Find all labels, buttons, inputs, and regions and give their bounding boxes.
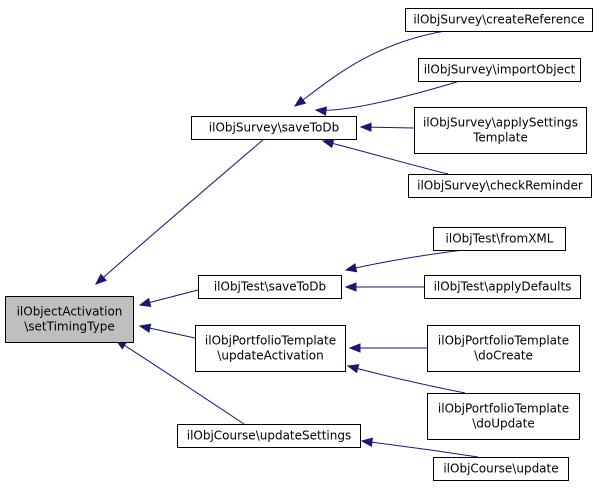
node-label: \setTimingType: [24, 320, 115, 334]
edge-test_defaults-to-test_save: [344, 282, 424, 292]
arrowhead-icon: [138, 323, 152, 333]
node-label: ilObjTest\saveToDb: [214, 280, 326, 294]
node-box: [405, 8, 593, 32]
node-box: [191, 116, 357, 140]
node-label: ilObjSurvey\applySettings: [423, 116, 578, 130]
node-box: [5, 296, 134, 343]
node-label: ilObjSurvey\createReference: [413, 13, 584, 27]
edge-survey_check-to-survey_save: [321, 138, 449, 175]
node-box: [198, 275, 342, 299]
nodes-layer: ilObjectActivation\setTimingType ilObjSur…: [5, 8, 593, 481]
node-test-defaults[interactable]: ilObjTest\applyDefaults: [424, 275, 581, 299]
node-label: ilObjCourse\update: [443, 462, 558, 476]
arrowhead-icon: [348, 343, 361, 353]
arrowhead-icon: [346, 364, 360, 374]
edge-survey_save-to-root: [94, 138, 265, 285]
node-test-fromxml[interactable]: ilObjTest\fromXML: [433, 227, 566, 251]
node-label: ilObjPortfolioTemplate: [438, 334, 569, 348]
node-portfolio-update[interactable]: ilObjPortfolioTemplate\updateActivation: [195, 325, 346, 372]
node-course-settings[interactable]: ilObjCourse\updateSettings: [177, 424, 361, 448]
node-test-save[interactable]: ilObjTest\saveToDb: [198, 275, 342, 299]
edge-portfolio_create-to-portfolio_update: [348, 343, 427, 353]
edge-line: [347, 365, 466, 394]
node-survey-create[interactable]: ilObjSurvey\createReference: [405, 8, 593, 32]
arrowhead-icon: [321, 138, 335, 149]
node-label: \updateActivation: [217, 349, 323, 363]
edge-test_fromxml-to-test_save: [344, 249, 464, 273]
node-label: Template: [472, 131, 528, 145]
node-box: [414, 107, 587, 154]
arrowhead-icon: [344, 263, 358, 273]
edge-test_save-to-root: [138, 289, 199, 307]
node-label: ilObjPortfolioTemplate: [205, 334, 336, 348]
node-label: ilObjTest\fromXML: [446, 232, 554, 246]
node-label: \doCreate: [474, 349, 533, 363]
node-box: [427, 325, 580, 372]
edge-course_update-to-course_settings: [360, 437, 479, 458]
edge-line: [294, 30, 446, 107]
arrowhead-icon: [293, 95, 307, 107]
node-box: [424, 275, 581, 299]
node-survey-save[interactable]: ilObjSurvey\saveToDb: [191, 116, 357, 140]
edges-layer: [94, 30, 479, 458]
arrowhead-icon: [344, 282, 357, 292]
node-course-update[interactable]: ilObjCourse\update: [433, 457, 569, 481]
edge-survey_apply-to-survey_save: [359, 122, 415, 132]
arrowhead-icon: [94, 273, 108, 285]
edge-line: [95, 138, 265, 285]
node-root[interactable]: ilObjectActivation\setTimingType: [5, 296, 134, 343]
node-label: ilObjectActivation: [17, 305, 123, 319]
node-survey-check[interactable]: ilObjSurvey\checkReminder: [408, 174, 592, 198]
node-label: ilObjSurvey\importObject: [424, 63, 576, 77]
arrowhead-icon: [359, 122, 372, 132]
node-label: \doUpdate: [472, 417, 534, 431]
edge-portfolio_update-to-root: [138, 323, 196, 339]
arrowhead-icon: [138, 297, 152, 307]
node-label: ilObjCourse\updateSettings: [187, 429, 352, 443]
edge-line: [315, 80, 461, 111]
arrowhead-icon: [360, 437, 373, 447]
node-survey-import[interactable]: ilObjSurvey\importObject: [418, 58, 581, 82]
node-box: [427, 393, 580, 440]
edge-survey_create-to-survey_save: [293, 30, 446, 107]
edge-line: [345, 249, 464, 271]
node-label: ilObjPortfolioTemplate: [438, 402, 569, 416]
edge-survey_import-to-survey_save: [314, 80, 461, 116]
edge-line: [322, 140, 449, 175]
node-label: ilObjSurvey\saveToDb: [209, 121, 339, 135]
node-box: [433, 227, 566, 251]
node-box: [408, 174, 592, 198]
node-box: [177, 424, 361, 448]
node-label: ilObjTest\applyDefaults: [434, 280, 572, 294]
node-label: ilObjSurvey\checkReminder: [417, 179, 583, 193]
node-box: [433, 457, 569, 481]
node-portfolio-doupdate[interactable]: ilObjPortfolioTemplate\doUpdate: [427, 393, 580, 440]
edge-portfolio_doupdate-to-portfolio_update: [346, 364, 466, 394]
node-portfolio-create[interactable]: ilObjPortfolioTemplate\doCreate: [427, 325, 580, 372]
edge-line: [361, 440, 479, 458]
node-box: [418, 58, 581, 82]
arrowhead-icon: [314, 106, 327, 116]
node-box: [195, 325, 346, 372]
